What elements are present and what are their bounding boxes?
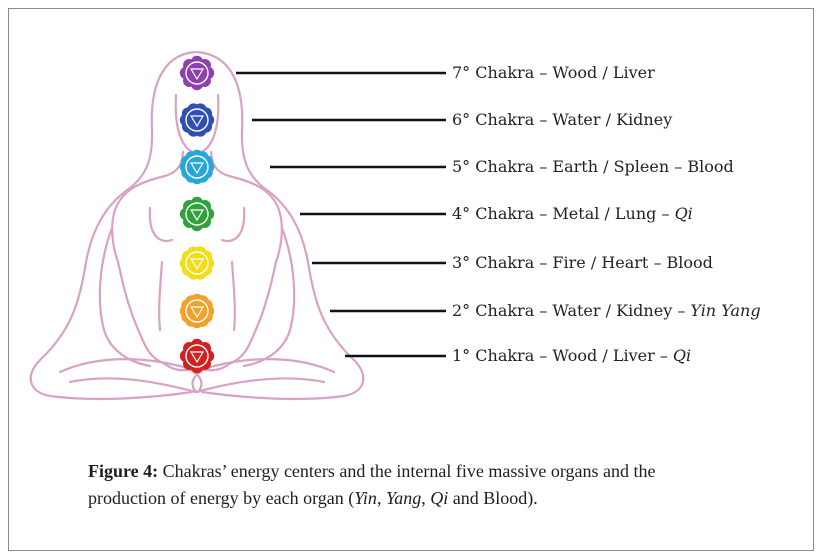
sep: – bbox=[656, 204, 674, 223]
sep: / bbox=[597, 346, 613, 365]
chakra-extra: Blood bbox=[667, 253, 713, 272]
sep: / bbox=[601, 110, 617, 129]
caption-sep-2: , bbox=[421, 488, 430, 508]
sep: / bbox=[597, 63, 613, 82]
sep: – bbox=[655, 346, 673, 365]
sep: – bbox=[534, 346, 552, 365]
caption-sep-1: , bbox=[377, 488, 386, 508]
chakra-name: Chakra bbox=[475, 204, 534, 223]
chakra-4-icon bbox=[180, 197, 214, 231]
chakra-number: 6° bbox=[452, 110, 475, 129]
chakra-name: Chakra bbox=[475, 110, 534, 129]
chakra-2-label: 2° Chakra – Water / Kidney – Yin Yang bbox=[452, 302, 761, 320]
chakra-element: Wood bbox=[552, 63, 597, 82]
chakra-3-label: 3° Chakra – Fire / Heart – Blood bbox=[452, 254, 713, 272]
chakra-diagram bbox=[0, 0, 824, 420]
figure-caption: Figure 4: Chakras’ energy centers and th… bbox=[88, 458, 728, 512]
caption-text-after: and Blood). bbox=[448, 488, 538, 508]
chakra-number: 3° bbox=[452, 253, 475, 272]
sep: – bbox=[534, 301, 552, 320]
chakra-extra: Yin Yang bbox=[690, 301, 760, 320]
caption-italic-qi: Qi bbox=[430, 488, 448, 508]
chakra-icons bbox=[180, 56, 214, 373]
chakra-4-label: 4° Chakra – Metal / Lung – Qi bbox=[452, 205, 693, 223]
chakra-1-icon bbox=[180, 339, 214, 373]
chakra-2-icon bbox=[180, 294, 214, 328]
chakra-number: 4° bbox=[452, 204, 475, 223]
sep: – bbox=[534, 253, 552, 272]
chakra-7-icon bbox=[180, 56, 214, 90]
chakra-organ: Kidney bbox=[616, 301, 672, 320]
chakra-element: Wood bbox=[552, 346, 597, 365]
chakra-number: 7° bbox=[452, 63, 475, 82]
caption-italic-yin: Yin bbox=[354, 488, 377, 508]
sep: – bbox=[669, 157, 687, 176]
chakra-number: 1° bbox=[452, 346, 475, 365]
chakra-3-icon bbox=[180, 246, 214, 279]
sep: – bbox=[534, 110, 552, 129]
chakra-7-label: 7° Chakra – Wood / Liver bbox=[452, 64, 655, 82]
chakra-6-label: 6° Chakra – Water / Kidney bbox=[452, 111, 672, 129]
sep: – bbox=[534, 157, 552, 176]
sep: – bbox=[648, 253, 666, 272]
chakra-extra: Qi bbox=[673, 346, 691, 365]
caption-label: Figure 4: bbox=[88, 461, 158, 481]
chakra-element: Water bbox=[552, 301, 600, 320]
chakra-organ: Lung bbox=[615, 204, 656, 223]
chakra-number: 2° bbox=[452, 301, 475, 320]
chakra-element: Metal bbox=[552, 204, 599, 223]
chakra-name: Chakra bbox=[475, 301, 534, 320]
sep: / bbox=[599, 204, 615, 223]
chakra-5-icon bbox=[180, 150, 214, 184]
chakra-organ: Spleen bbox=[614, 157, 670, 176]
sep: / bbox=[598, 157, 614, 176]
chakra-organ: Kidney bbox=[616, 110, 672, 129]
sep: – bbox=[534, 63, 552, 82]
chakra-number: 5° bbox=[452, 157, 475, 176]
chakra-element: Fire bbox=[552, 253, 585, 272]
chakra-name: Chakra bbox=[475, 157, 534, 176]
chakra-name: Chakra bbox=[475, 63, 534, 82]
chakra-5-label: 5° Chakra – Earth / Spleen – Blood bbox=[452, 158, 734, 176]
caption-italic-yang: Yang bbox=[386, 488, 421, 508]
chakra-name: Chakra bbox=[475, 253, 534, 272]
leader-lines bbox=[236, 73, 446, 356]
chakra-organ: Liver bbox=[613, 63, 655, 82]
chakra-organ: Liver bbox=[613, 346, 655, 365]
chakra-element: Water bbox=[552, 110, 600, 129]
sep: – bbox=[534, 204, 552, 223]
chakra-6-icon bbox=[180, 103, 214, 136]
sep: / bbox=[601, 301, 617, 320]
chakra-name: Chakra bbox=[475, 346, 534, 365]
sep: – bbox=[672, 301, 690, 320]
sep: / bbox=[586, 253, 602, 272]
chakra-element: Earth bbox=[552, 157, 598, 176]
chakra-organ: Heart bbox=[601, 253, 648, 272]
chakra-1-label: 1° Chakra – Wood / Liver – Qi bbox=[452, 347, 691, 365]
chakra-extra: Qi bbox=[675, 204, 693, 223]
chakra-extra: Blood bbox=[687, 157, 733, 176]
